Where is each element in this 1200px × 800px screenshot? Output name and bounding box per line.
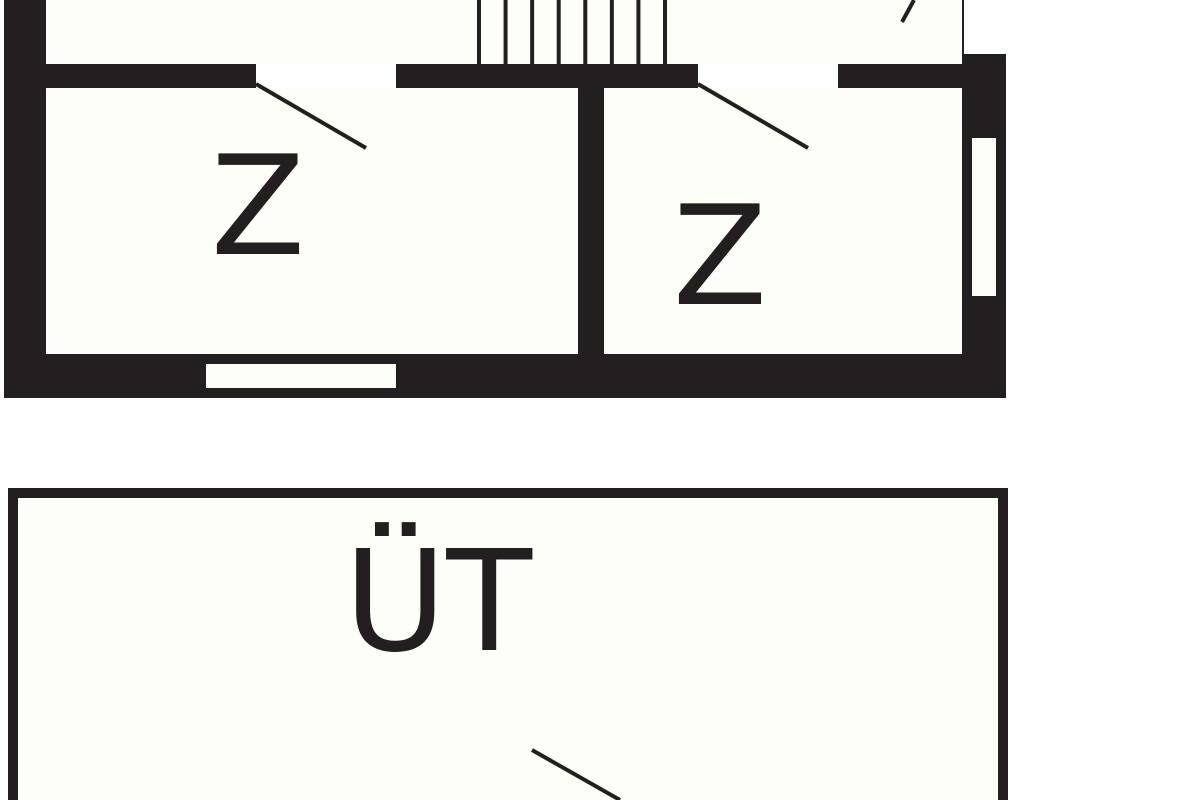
room-label-right: Z <box>673 176 768 337</box>
partition-wall <box>578 64 604 354</box>
interior-wall-segment <box>838 64 962 88</box>
interior-wall-segment <box>46 64 256 88</box>
room-label-terrace: ÜT <box>344 521 532 684</box>
room-left-floor <box>46 88 578 354</box>
window-bottom <box>206 364 396 388</box>
door-swing-right <box>696 82 810 150</box>
door-swing-terrace <box>531 748 621 800</box>
room-right-floor <box>604 88 962 354</box>
interior-wall-segment <box>396 64 698 88</box>
door-swing-left <box>254 82 368 150</box>
window-right <box>972 138 996 296</box>
room-label-left: Z <box>211 126 306 287</box>
staircase <box>477 0 667 64</box>
outer-wall-bottom <box>4 354 1006 398</box>
terrace-outline <box>8 488 1008 800</box>
outer-wall-right-upper <box>962 0 964 54</box>
door-swing-top <box>900 0 916 23</box>
outer-wall-left <box>4 0 46 398</box>
